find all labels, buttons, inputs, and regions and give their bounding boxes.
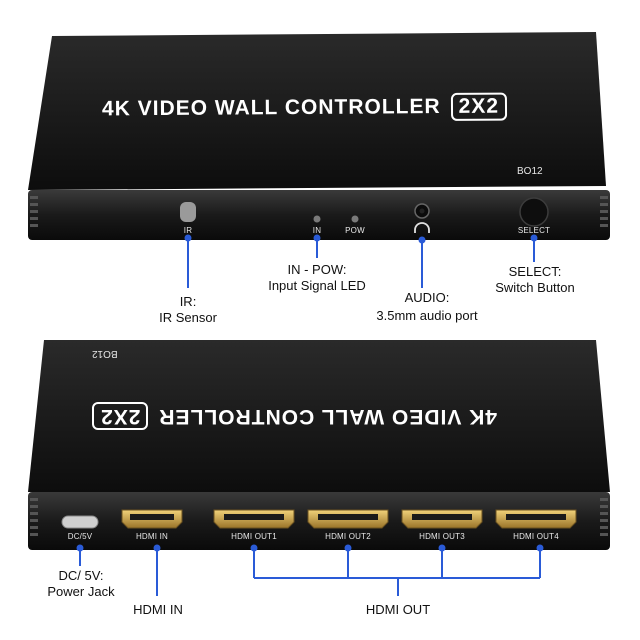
hdmi-out1-port-label: HDMI OUT1 [231,532,277,541]
dc-port-label: DC/5V [67,532,93,541]
in-pow-callout-title: IN - POW: [287,262,347,277]
bottom-unit-model: BO12 [92,348,118,359]
bottom-unit-badge: 2X2 [92,402,149,430]
hdmi-out2-port-label: HDMI OUT2 [325,532,371,541]
top-unit [28,32,610,240]
audio-callout: AUDIO: 3.5mm audio port [362,290,492,324]
bottom-unit [28,340,610,550]
top-unit-title: 4K VIDEO WALL CONTROLLER 2X2 [101,92,508,124]
top-right-vents [600,196,608,227]
bottom-unit-title: 4K VIDEO WALL CONTROLLER 2X2 [92,402,497,430]
ir-callout-title: IR: [179,294,197,309]
select-callout: SELECT: Switch Button [480,264,590,296]
top-unit-front-face [28,190,610,240]
dc-callout-desc: Power Jack [47,584,115,599]
ir-port-label: IR [183,226,193,235]
hdmi-out1-port[interactable] [213,509,295,529]
hdmi-out3-port-label: HDMI OUT3 [419,532,465,541]
dc-callout-title: DC/ 5V: [58,568,104,583]
in-port-label: IN [312,226,322,235]
bottom-unit-lid [28,340,610,492]
pow-port-label: POW [345,226,365,235]
select-button[interactable] [519,197,549,227]
ir-callout-desc: IR Sensor [159,310,217,325]
audio-callout-title: AUDIO: [404,290,450,305]
hdmi-in-port[interactable] [121,509,183,529]
select-port-label: SELECT [517,226,551,235]
hdmi-out2-port[interactable] [307,509,389,529]
hdmi-out-callout: HDMI OUT [365,602,431,617]
top-left-vents [30,196,38,227]
select-callout-desc: Switch Button [495,280,575,295]
pow-led [351,215,359,223]
ir-callout: IR: IR Sensor [148,294,228,326]
top-callout-lines [184,234,538,288]
top-unit-title-text: 4K VIDEO WALL CONTROLLER [101,95,441,121]
audio-jack-hole [419,208,425,214]
top-unit-model: BO12 [517,166,543,177]
in-pow-callout-desc: Input Signal LED [268,278,366,293]
bottom-unit-title-text: 4K VIDEO WALL CONTROLLER [158,405,497,428]
ir-sensor-window [180,202,196,222]
hdmi-in-callout: HDMI IN [133,602,183,617]
bottom-right-vents [600,498,608,536]
hdmi-out3-port[interactable] [401,509,483,529]
select-callout-title: SELECT: [508,264,562,279]
top-unit-lid [28,32,606,190]
hdmi-in-port-label: HDMI IN [135,532,169,541]
headphone-icon [414,222,430,233]
bottom-left-vents [30,498,38,536]
top-unit-badge: 2X2 [450,92,508,121]
in-led [313,215,321,223]
hdmi-out4-port-label: HDMI OUT4 [513,532,559,541]
in-pow-callout: IN - POW: Input Signal LED [252,262,382,294]
hdmi-out4-port[interactable] [495,509,577,529]
dc-power-jack[interactable] [61,515,99,529]
audio-callout-desc: 3.5mm audio port [376,308,478,323]
dc-callout: DC/ 5V: Power Jack [38,568,124,600]
bottom-callout-lines [76,544,544,596]
